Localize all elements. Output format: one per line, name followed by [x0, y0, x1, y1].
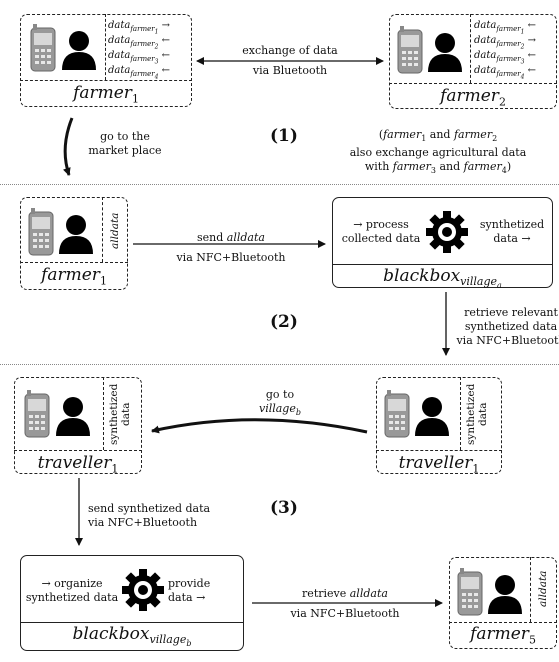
step-3-label: (3) — [270, 498, 298, 518]
traveller-left-person-icon — [56, 396, 90, 440]
traveller-left-divider-h — [14, 450, 142, 451]
blackbox-b-right-text: provide data → — [168, 577, 211, 604]
data-item: datafarmer2 ← — [108, 35, 170, 51]
blackbox-a-left-text: → process collected data — [341, 218, 421, 245]
data-item: datafarmer4 ← — [474, 65, 536, 81]
blackbox-b-divider — [20, 622, 244, 623]
traveller-right-divider-h — [376, 450, 502, 451]
data-item: datafarmer4 ← — [108, 65, 170, 81]
farmer5-divider-h — [449, 622, 557, 623]
s2-farmer-phone-icon — [28, 208, 54, 260]
farmer2-label: farmer2 — [440, 86, 506, 109]
traveller-right-divider-v — [460, 377, 461, 450]
traveller-right-person-icon — [415, 396, 449, 440]
blackbox-a-gear-icon — [425, 210, 469, 258]
traveller-right-phone-icon — [384, 390, 410, 442]
blackbox-village-a — [332, 197, 553, 288]
farmer2-person-icon — [428, 32, 462, 76]
traveller-left-divider-v — [103, 377, 104, 450]
farmer1-phone-icon — [30, 24, 56, 76]
separator-1 — [0, 184, 559, 185]
blackbox-a-right-text: synthetized data → — [479, 218, 545, 245]
farmer5-divider-v — [530, 557, 531, 622]
traveller-right-label: traveller1 — [398, 453, 480, 476]
data-item: datafarmer1 ← — [474, 20, 536, 36]
goto-arrow — [151, 418, 368, 434]
traveller-left-box — [14, 377, 142, 474]
farmer5-person-icon — [488, 574, 522, 618]
farmer1-divider-v — [105, 14, 106, 80]
s2-retrieve-label: retrieve relevant synthetized data via N… — [456, 306, 559, 347]
blackbox-b-left-text: → organize synthetized data — [25, 577, 119, 604]
note-label: (farmer1 and farmer2 also exchange agric… — [349, 128, 527, 176]
exchange-label: exchange of data via Bluetooth — [242, 44, 338, 77]
farmer2-divider-h — [389, 83, 557, 84]
data-item: datafarmer3 ← — [108, 50, 170, 66]
goto-label: go to villageb — [258, 388, 301, 418]
separator-2 — [0, 364, 559, 365]
blackbox-village-b — [20, 555, 244, 651]
farmer2-phone-icon — [397, 26, 423, 78]
data-item: datafarmer2 → — [474, 35, 536, 51]
s3-send-label: send synthetized data via NFC+Bluetooth — [88, 502, 211, 529]
market-label: go to the market place — [88, 130, 162, 157]
s2-farmer-divider-h — [20, 262, 128, 263]
s2-farmer-person-icon — [59, 214, 93, 258]
farmer1-label: farmer1 — [73, 83, 139, 106]
s2-farmer-divider-v — [102, 197, 103, 262]
traveller-right-box — [376, 377, 502, 474]
data-item: datafarmer3 ← — [474, 50, 536, 66]
traveller-left-label: traveller1 — [37, 453, 119, 476]
farmer5-label: farmer5 — [470, 624, 536, 647]
s3-retrieve-label: retrieve alldata via NFC+Bluetooth — [290, 587, 400, 620]
farmer5-phone-icon — [457, 568, 483, 620]
traveller-left-phone-icon — [24, 390, 50, 442]
farmer2-divider-v — [470, 14, 471, 83]
data-item: datafarmer1 → — [108, 20, 170, 36]
blackbox-b-gear-icon — [121, 568, 165, 616]
farmer1-person-icon — [62, 30, 96, 74]
s2-farmer-box — [20, 197, 128, 290]
farmer1-box — [20, 14, 192, 107]
farmer2-box — [389, 14, 557, 109]
blackbox-a-divider — [332, 264, 553, 265]
blackbox-a-label: blackboxvillagea — [383, 266, 502, 291]
market-arrow — [62, 117, 74, 176]
step-1-label: (1) — [270, 126, 298, 146]
farmer5-box — [449, 557, 557, 649]
farmer1-divider-h — [20, 80, 192, 81]
s2-send-label: send alldata via NFC+Bluetooth — [176, 231, 286, 264]
blackbox-b-label: blackboxvillageb — [72, 624, 192, 649]
s2-farmer-label: farmer1 — [41, 265, 107, 288]
step-2-label: (2) — [270, 312, 298, 332]
